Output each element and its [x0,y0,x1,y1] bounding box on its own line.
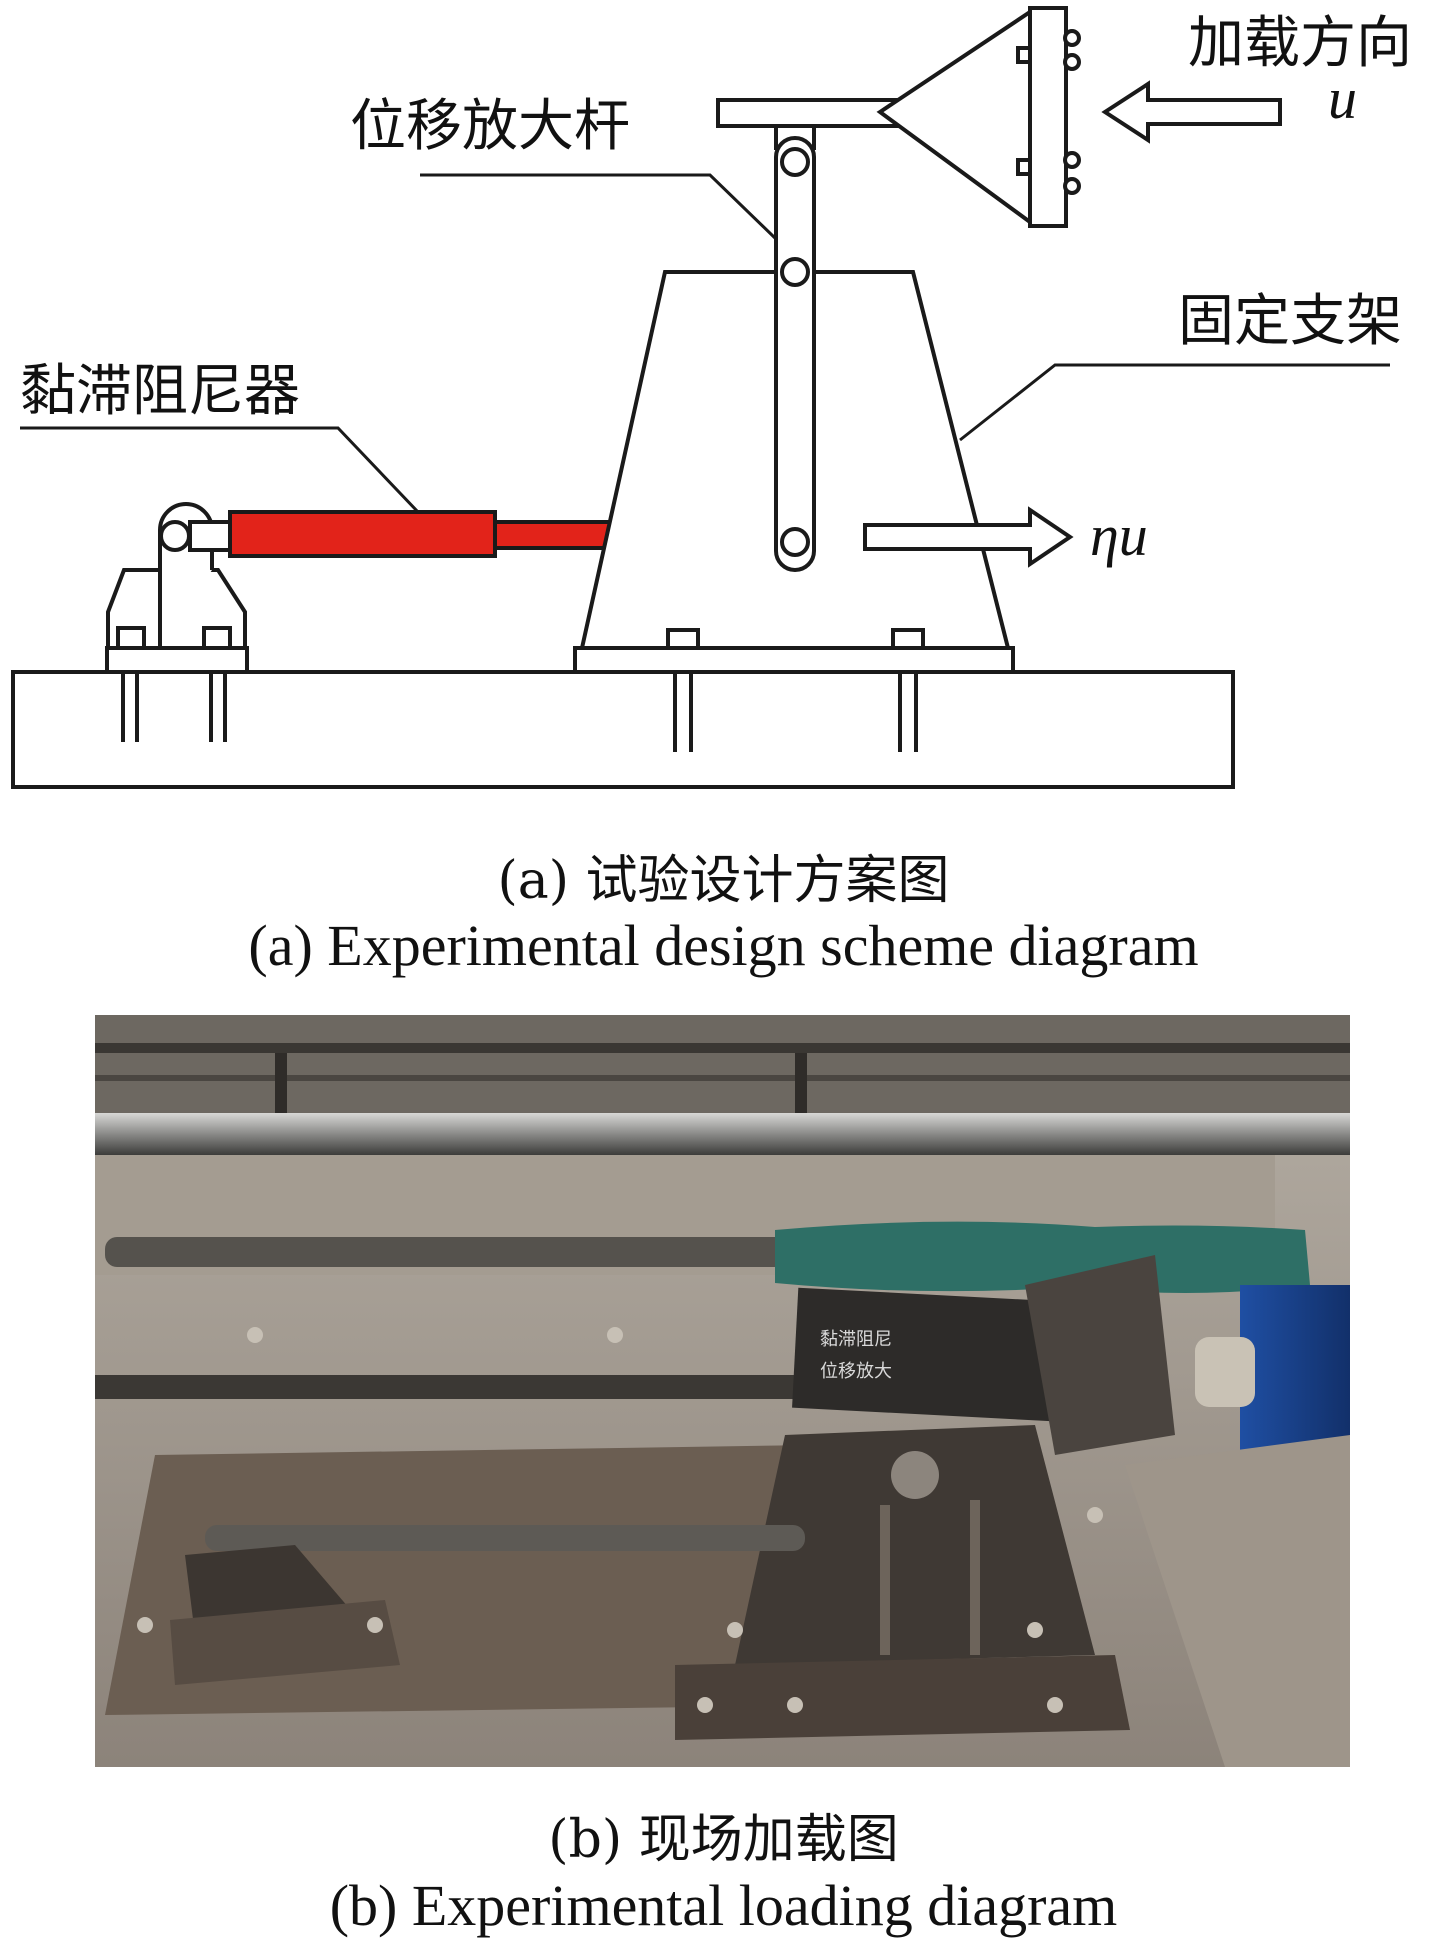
loading-head [876,8,1032,226]
output-displacement-arrow [863,506,1074,568]
bolt [116,626,146,650]
photo-loading-head [1025,1255,1175,1455]
experimental-scheme-diagram: 位移放大杆 加载方向 u 固定支架 黏滞阻尼器 ηu [11,6,1412,789]
photo-threaded-rod [105,1237,865,1267]
label-loading-direction: 加载方向 [1188,11,1412,76]
photo-damper-rod [205,1525,805,1551]
displacement-amplifier-rod [774,136,816,572]
rod-pin-top [780,147,810,177]
label-eta-u: ηu [1090,503,1148,568]
label-viscous-damper: 黏滞阻尼器 [20,359,300,424]
frame-leader-line [959,363,1390,442]
bolt [202,626,232,650]
caption-b-zh: (b) 现场加载图 [548,1810,899,1870]
base-slab [11,670,1235,789]
photo-left-support-plate [170,1600,400,1685]
photo-wrapped-sleeve [775,1221,1310,1294]
rod-pin-pivot [780,257,810,287]
photo-sign-line-1: 黏滞阻尼 [820,1329,892,1350]
experimental-loading-photo: 黏滞阻尼 位移放大 [95,1015,1350,1767]
photo-guide-bar [95,1113,1350,1155]
bolt [891,628,925,650]
viscous-damper-body [228,510,497,558]
photo-sign-line-2: 位移放大 [820,1361,892,1382]
rod-leader-line [420,173,777,240]
label-displacement-amplifier-rod: 位移放大杆 [350,94,630,159]
frame-base-plate [573,646,1015,674]
loading-direction-arrow [1101,80,1282,144]
loading-flange [1028,6,1068,228]
caption-b-en: (b) Experimental loading diagram [329,1873,1118,1938]
bolt [666,628,700,650]
left-support-plate [105,646,249,674]
damper-connector [188,520,232,552]
photo-fixed-frame [735,1425,1095,1665]
damper-leader-line [20,426,420,514]
label-u: u [1328,66,1357,131]
photo-sign-board [792,1287,1078,1423]
label-fixed-frame: 固定支架 [1178,289,1402,354]
caption-a-zh: (a) 试验设计方案图 [497,851,950,911]
caption-a-en: (a) Experimental design scheme diagram [248,913,1199,978]
photo-frame-plate [675,1655,1130,1740]
rod-pin-bottom [780,527,810,557]
